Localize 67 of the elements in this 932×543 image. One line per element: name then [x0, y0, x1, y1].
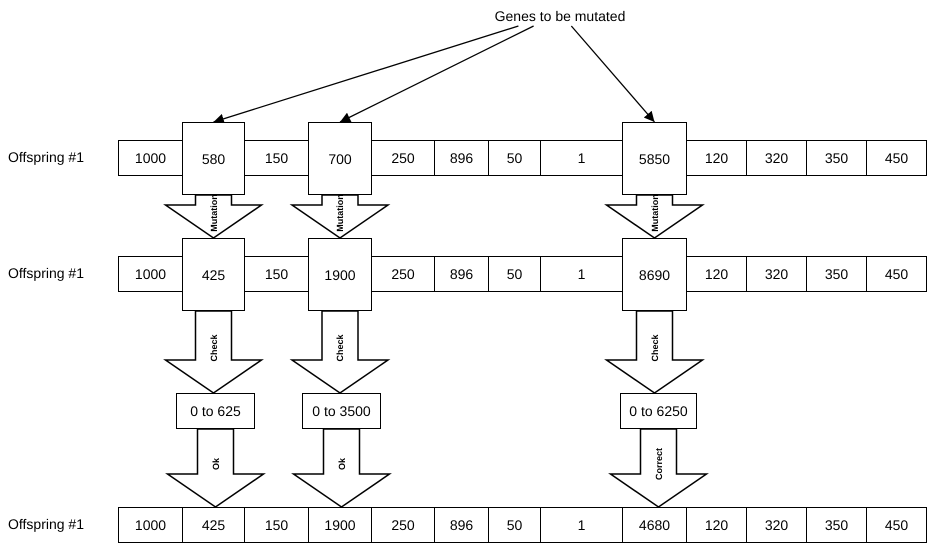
gene-cell: 250 — [371, 507, 435, 543]
gene-box: 5850 — [622, 122, 687, 195]
gene-cell: 1000 — [118, 140, 183, 176]
gene-cell: 50 — [488, 140, 541, 176]
block-arrow — [290, 194, 390, 239]
edge-label: Check — [208, 334, 218, 362]
edge-label: Ok — [336, 458, 346, 470]
gene-cell: 450 — [866, 140, 927, 176]
arrow — [213, 25, 519, 124]
gene-box: 580 — [182, 122, 245, 195]
block-arrow — [165, 428, 266, 508]
gene-box: 1900 — [308, 238, 372, 311]
gene-cell: 896 — [434, 256, 489, 292]
gene-box: 700 — [308, 122, 372, 195]
gene-cell: 150 — [244, 256, 309, 292]
row-label: Offspring #1 — [8, 516, 84, 532]
gene-cell: 896 — [434, 140, 489, 176]
edge-label: Check — [335, 334, 345, 362]
block-arrow — [608, 428, 709, 508]
gene-cell: 50 — [488, 256, 541, 292]
gene-cell: 350 — [806, 256, 867, 292]
gene-cell: 896 — [434, 507, 489, 543]
gene-cell: 350 — [806, 507, 867, 543]
gene-cell: 1000 — [118, 256, 183, 292]
block-arrow — [163, 310, 264, 394]
gene-cell: 150 — [244, 507, 309, 543]
gene-cell: 4680 — [622, 507, 687, 543]
arrow — [570, 26, 655, 122]
range-box: 0 to 625 — [176, 393, 255, 429]
gene-cell: 1 — [540, 507, 623, 543]
gene-cell: 450 — [866, 507, 927, 543]
gene-cell: 50 — [488, 507, 541, 543]
gene-cell: 250 — [371, 140, 435, 176]
gene-cell: 120 — [686, 507, 747, 543]
range-box: 0 to 3500 — [302, 393, 381, 429]
edge-label: Mutation — [208, 194, 218, 232]
edge-label: Ok — [210, 458, 220, 470]
gene-cell: 120 — [686, 256, 747, 292]
gene-cell: 1 — [540, 256, 623, 292]
gene-box: 425 — [182, 238, 245, 311]
block-arrow — [163, 194, 264, 239]
range-box: 0 to 6250 — [620, 393, 697, 429]
gene-cell: 425 — [182, 507, 245, 543]
gene-cell: 450 — [866, 256, 927, 292]
edge-label: Check — [650, 334, 660, 362]
gene-cell: 320 — [746, 140, 807, 176]
edge-label: Mutation — [335, 194, 345, 232]
edge-label: Correct — [654, 448, 664, 480]
gene-cell: 120 — [686, 140, 747, 176]
gene-cell: 1900 — [308, 507, 372, 543]
row-label: Offspring #1 — [8, 265, 84, 281]
edge-label: Mutation — [650, 194, 660, 232]
row-label: Offspring #1 — [8, 149, 84, 165]
block-arrow — [604, 194, 705, 239]
block-arrow — [604, 310, 705, 394]
arrow — [340, 25, 534, 123]
gene-cell: 1 — [540, 140, 623, 176]
gene-cell: 350 — [806, 140, 867, 176]
gene-cell: 250 — [371, 256, 435, 292]
gene-cell: 320 — [746, 256, 807, 292]
gene-cell: 1000 — [118, 507, 183, 543]
block-arrow — [290, 310, 390, 394]
annotation-text: Genes to be mutated — [470, 6, 650, 26]
gene-box: 8690 — [622, 238, 687, 311]
gene-cell: 150 — [244, 140, 309, 176]
gene-cell: 320 — [746, 507, 807, 543]
block-arrow — [291, 428, 392, 508]
